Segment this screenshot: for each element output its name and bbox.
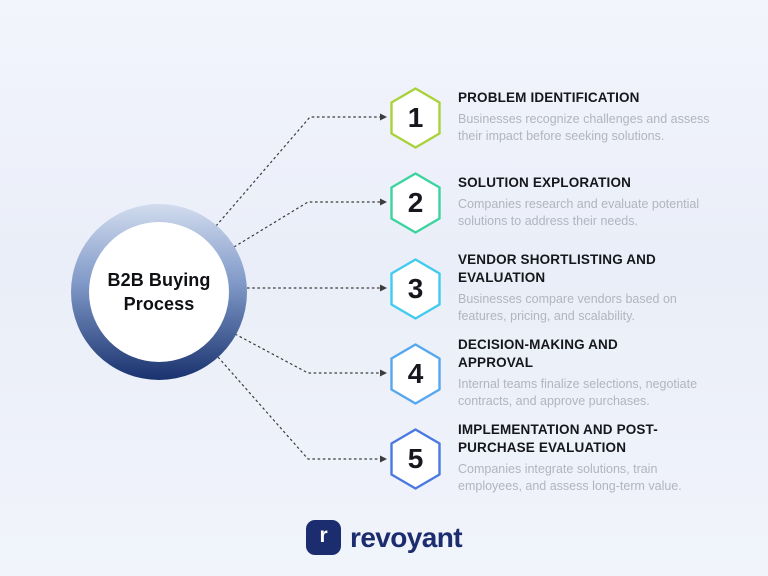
connector-step-2 [233, 201, 380, 248]
hexagon-icon [390, 342, 441, 405]
brand-logo: r revoyant [0, 520, 768, 555]
step-description: Companies research and evaluate potentia… [458, 196, 700, 229]
central-circle-ring: B2B Buying Process [71, 204, 247, 380]
step-number: 2 [407, 187, 424, 218]
step-title: VENDOR SHORTLISTING AND EVALUATION [458, 251, 656, 285]
step-5-hexagon: 5 [388, 427, 443, 490]
hexagon-icon [390, 427, 441, 490]
central-circle: B2B Buying Process [89, 222, 229, 362]
step-1-text: PROBLEM IDENTIFICATION Businesses recogn… [458, 89, 710, 146]
step-number: 5 [407, 443, 424, 474]
step-5-text: IMPLEMENTATION AND POST- PURCHASE EVALUA… [458, 421, 710, 496]
hexagon-icon [390, 171, 441, 234]
step-description: Internal teams finalize selections, nego… [458, 376, 698, 409]
step-2-text: SOLUTION EXPLORATION Companies research … [458, 174, 710, 231]
step-2-hexagon: 2 [388, 171, 443, 234]
step-description: Companies integrate solutions, train emp… [458, 461, 682, 494]
step-title: IMPLEMENTATION AND POST- PURCHASE EVALUA… [458, 421, 658, 455]
step-3-text: VENDOR SHORTLISTING AND EVALUATION Busin… [458, 251, 710, 326]
hexagon-icon [390, 257, 441, 320]
step-title: DECISION-MAKING AND APPROVAL [458, 336, 618, 370]
step-5: 5 IMPLEMENTATION AND POST- PURCHASE EVAL… [388, 416, 718, 501]
logo-wordmark: revoyant [350, 521, 463, 553]
step-number: 1 [407, 102, 424, 133]
connector-step-1 [215, 116, 380, 227]
connector-step-5 [217, 356, 380, 460]
step-title: SOLUTION EXPLORATION [458, 174, 632, 190]
arrow-icon [380, 284, 387, 292]
logo-mark-icon: r [306, 520, 342, 555]
arrow-icon [380, 113, 387, 121]
step-1: 1 PROBLEM IDENTIFICATION Businesses reco… [388, 75, 718, 160]
hexagon-icon [390, 86, 441, 149]
arrow-icon [380, 198, 387, 206]
step-3: 3 VENDOR SHORTLISTING AND EVALUATION Bus… [388, 246, 718, 331]
step-number: 3 [407, 273, 424, 304]
step-1-hexagon: 1 [388, 86, 443, 149]
process-title: B2B Buying Process [107, 269, 211, 314]
step-4: 4 DECISION-MAKING AND APPROVAL Internal … [388, 331, 718, 416]
step-description: Businesses recognize challenges and asse… [458, 111, 710, 144]
step-4-hexagon: 4 [388, 342, 443, 405]
step-4-text: DECISION-MAKING AND APPROVAL Internal te… [458, 336, 710, 411]
step-description: Businesses compare vendors based on feat… [458, 291, 677, 324]
arrow-icon [380, 369, 387, 377]
connector-step-4 [234, 333, 380, 374]
step-3-hexagon: 3 [388, 257, 443, 320]
arrow-icon [380, 455, 387, 463]
step-2: 2 SOLUTION EXPLORATION Companies researc… [388, 160, 718, 245]
step-title: PROBLEM IDENTIFICATION [458, 89, 640, 105]
step-number: 4 [407, 358, 424, 389]
